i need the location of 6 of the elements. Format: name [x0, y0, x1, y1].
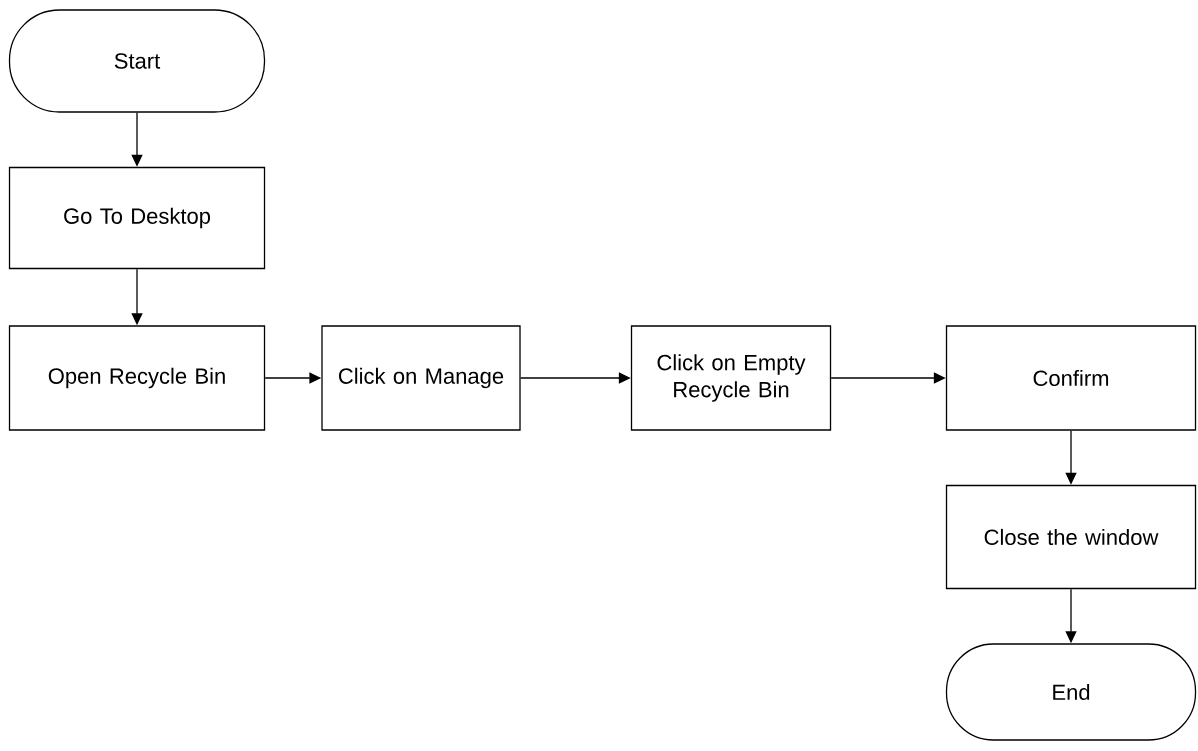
process-box: Click on Empty Recycle Bin [630, 325, 832, 431]
process-box: Click on Manage [321, 325, 521, 431]
process-box: Open Recycle Bin [8, 325, 266, 431]
process-box: Confirm [945, 325, 1197, 431]
process-box: Go To Desktop [8, 166, 266, 270]
process-box: Close the window [945, 484, 1197, 590]
